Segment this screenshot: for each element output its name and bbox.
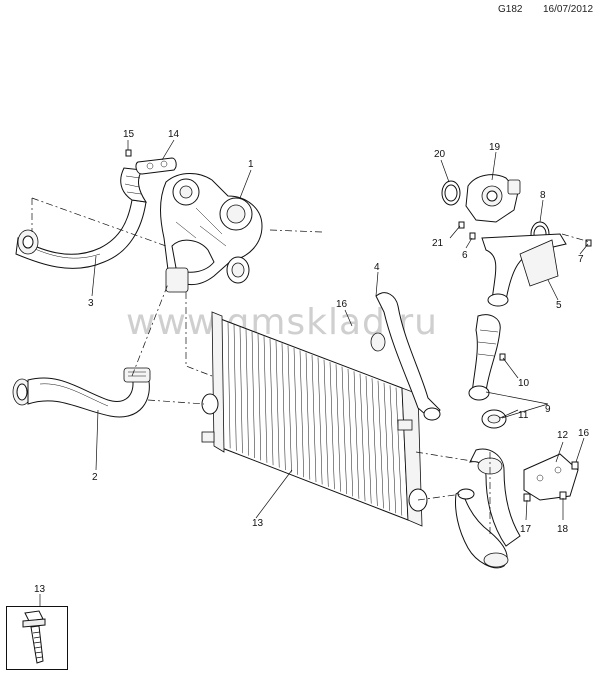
intercooler-fin xyxy=(239,326,243,454)
intercooler-fin xyxy=(389,385,396,514)
intercooler-fin xyxy=(227,322,231,449)
part-intercooler-15 xyxy=(201,311,428,527)
intercooler-fin xyxy=(377,380,384,509)
part-bolts-6-7-22 xyxy=(458,221,592,247)
callout-12: 12 xyxy=(557,430,569,441)
intercooler-fin xyxy=(281,343,286,471)
diagram-id: G182 xyxy=(498,4,523,15)
intercooler-fin xyxy=(311,354,317,483)
intercooler-fin xyxy=(395,387,403,516)
part-throttle-body-20 xyxy=(465,174,521,223)
intercooler-fin xyxy=(323,359,329,487)
intercooler-fin xyxy=(299,350,304,478)
intercooler-fin xyxy=(347,368,354,497)
intercooler-fin xyxy=(365,375,372,504)
callout-20: 19 xyxy=(489,142,501,153)
part-intake-pipe-5 xyxy=(481,233,567,307)
callout-3: 3 xyxy=(88,298,94,309)
callout-9: 9 xyxy=(545,404,551,415)
callout-2: 2 xyxy=(92,472,98,483)
intercooler-fin xyxy=(233,324,237,451)
intercooler-fin xyxy=(257,333,262,461)
callout-17: 16 xyxy=(578,428,590,439)
callout-11: 11 xyxy=(518,410,529,421)
leader-lines xyxy=(39,139,589,606)
callout-4: 4 xyxy=(374,262,380,273)
part-seal-21 xyxy=(441,180,461,206)
callout-15: 13 xyxy=(252,518,264,529)
part-bolt-16-upper xyxy=(125,149,132,157)
callout-19: 18 xyxy=(557,524,569,535)
intercooler-fin xyxy=(353,371,360,499)
intercooler-fin xyxy=(305,352,311,480)
intercooler-fin xyxy=(329,361,335,490)
assembly-lines xyxy=(31,197,591,534)
callout-22: 21 xyxy=(432,238,444,249)
callout-7: 7 xyxy=(578,254,584,265)
callout-16-upper: 15 xyxy=(123,129,135,140)
bolt-13-inset xyxy=(6,606,68,670)
intercooler-fin xyxy=(359,373,366,502)
part-hose-3 xyxy=(15,167,148,269)
diagram-date: 16/07/2012 xyxy=(543,4,594,15)
callout-5: 5 xyxy=(556,300,562,311)
callout-1: 1 xyxy=(248,159,254,170)
part-gasket-14 xyxy=(135,157,177,175)
part-turbocharger-1 xyxy=(160,173,263,293)
intercooler-fin xyxy=(287,345,292,473)
callout-8: 8 xyxy=(540,190,546,201)
callout-14: 14 xyxy=(168,129,180,140)
callout-21: 20 xyxy=(434,149,446,160)
callout-13: 13 xyxy=(34,584,46,595)
intercooler-fin xyxy=(293,347,298,475)
intercooler-fin xyxy=(269,338,274,466)
callout-10: 10 xyxy=(518,378,530,389)
intercooler-fin xyxy=(371,378,378,507)
intercooler-fin xyxy=(275,340,280,468)
part-bracket-12 xyxy=(523,453,579,502)
part-hose-assembly-9 xyxy=(455,314,521,569)
intercooler-fin xyxy=(251,331,255,459)
intercooler-fin xyxy=(335,364,341,492)
intercooler-fin xyxy=(317,357,323,485)
callout-16-middle: 16 xyxy=(336,299,348,310)
callout-6: 6 xyxy=(462,250,468,261)
part-pipe-4 xyxy=(370,292,441,421)
intercooler-fin xyxy=(245,329,249,456)
intercooler-fin xyxy=(341,366,347,495)
intercooler-fin xyxy=(383,382,390,511)
callout-18: 17 xyxy=(520,524,532,535)
bolt-13-icon xyxy=(22,610,46,664)
part-hose-2 xyxy=(12,367,151,418)
intercooler-fin xyxy=(263,336,268,463)
